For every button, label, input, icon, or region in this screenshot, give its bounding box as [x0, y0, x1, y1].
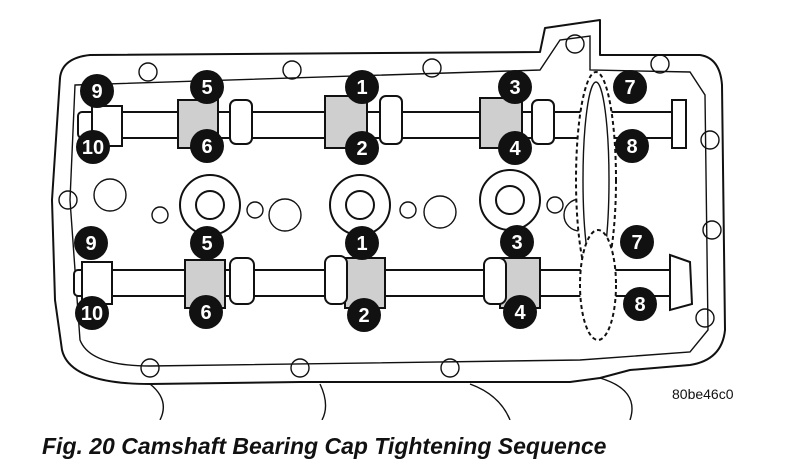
lower-badge-6: 6 — [189, 295, 223, 329]
lower-camshaft-sequence: 9 5 1 3 7 10 6 2 4 8 — [74, 225, 657, 332]
svg-text:9: 9 — [91, 81, 102, 103]
lower-badge-4: 4 — [503, 295, 537, 329]
svg-text:7: 7 — [631, 232, 642, 254]
upper-badge-4: 4 — [498, 131, 532, 165]
svg-text:5: 5 — [201, 77, 212, 99]
svg-text:3: 3 — [509, 77, 520, 99]
upper-badge-9: 9 — [80, 74, 114, 108]
figure-reference-code: 80be46c0 — [672, 386, 734, 402]
cylinder-head-diagram: 9 5 1 3 7 10 6 2 4 8 9 5 1 3 7 10 6 2 4 … — [51, 19, 726, 420]
lower-badge-2: 2 — [347, 298, 381, 332]
svg-text:1: 1 — [356, 233, 367, 255]
svg-text:8: 8 — [634, 294, 645, 316]
upper-camshaft — [77, 95, 687, 149]
upper-badge-2: 2 — [345, 131, 379, 165]
upper-badge-3: 3 — [498, 70, 532, 104]
svg-text:8: 8 — [626, 136, 637, 158]
upper-camshaft-sequence: 9 5 1 3 7 10 6 2 4 8 — [76, 70, 649, 165]
cylinder-head-outline — [51, 19, 726, 420]
cam-sprockets — [575, 71, 617, 341]
lower-badge-7: 7 — [620, 225, 654, 259]
svg-text:2: 2 — [356, 138, 367, 160]
lower-badge-10: 10 — [75, 296, 109, 330]
svg-text:2: 2 — [358, 305, 369, 327]
svg-text:4: 4 — [514, 302, 526, 324]
lower-badge-9: 9 — [74, 226, 108, 260]
lower-camshaft — [73, 253, 694, 312]
valve-area — [93, 169, 597, 236]
svg-text:5: 5 — [201, 233, 212, 255]
lower-badge-1: 1 — [345, 226, 379, 260]
upper-badge-6: 6 — [190, 129, 224, 163]
svg-text:4: 4 — [509, 138, 521, 160]
svg-text:7: 7 — [624, 77, 635, 99]
svg-text:10: 10 — [81, 303, 103, 325]
upper-badge-7: 7 — [613, 70, 647, 104]
upper-badge-1: 1 — [345, 70, 379, 104]
lower-badge-5: 5 — [190, 226, 224, 260]
lower-badge-8: 8 — [623, 287, 657, 321]
svg-text:10: 10 — [82, 137, 104, 159]
upper-badge-5: 5 — [190, 70, 224, 104]
svg-text:1: 1 — [356, 77, 367, 99]
svg-text:3: 3 — [511, 232, 522, 254]
figure-caption: Fig. 20 Camshaft Bearing Cap Tightening … — [42, 433, 607, 459]
lower-badge-3: 3 — [500, 225, 534, 259]
upper-badge-10: 10 — [76, 130, 110, 164]
svg-text:6: 6 — [201, 136, 212, 158]
svg-text:6: 6 — [200, 302, 211, 324]
upper-badge-8: 8 — [615, 129, 649, 163]
svg-text:9: 9 — [85, 233, 96, 255]
